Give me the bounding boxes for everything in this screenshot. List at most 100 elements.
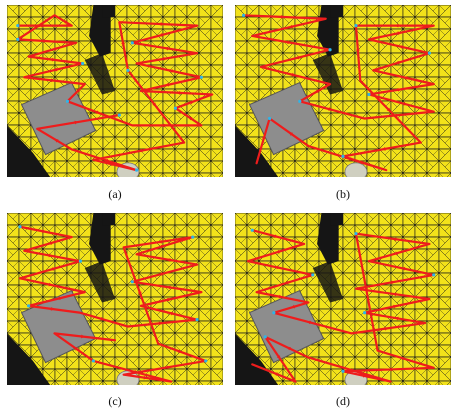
waypoint-dot [191,235,195,239]
path-arrow [54,139,59,143]
path-arrow [392,237,397,242]
corner-shadow [7,125,51,177]
path-arrow [360,160,365,165]
waypoint-dot [367,92,371,97]
waypoint-dot [242,13,246,17]
coverage-path-plot-b [235,5,451,177]
path-arrow [401,356,406,361]
path-arrow [362,373,367,378]
path-arrow [169,311,173,316]
path-arrow [281,14,285,19]
path-arrow [295,55,300,60]
gray-block-obstacle [20,81,97,156]
path-arrow [53,67,58,72]
path-arrow [48,253,53,258]
path-arrow [138,148,143,153]
waypoint-dot [263,335,267,339]
path-arrow [347,157,352,161]
path-arrow [355,49,360,54]
path-arrow [48,241,52,245]
waypoint-dot [354,232,358,236]
path-arrow [381,146,386,151]
path-arrow [328,107,333,111]
obstacle-notch [330,213,343,226]
path-arrow [392,292,397,297]
waypoint-dot [199,75,203,79]
waypoint-dot [117,113,121,117]
path-arrow [160,33,165,37]
path-arrow [391,280,395,285]
path-arrow [50,306,55,311]
path-arrow [158,321,163,326]
obstacle-diagonal [312,53,343,95]
path-arrow [56,296,61,301]
path-arrow [276,265,281,270]
path-arrow [189,100,194,105]
path-arrow [160,244,165,249]
waypoint-dot [272,311,276,315]
waypoint-dot [91,359,95,363]
panel-c [7,213,223,385]
path-arrow [158,239,162,244]
path-arrow [273,372,278,377]
coverage-path [246,229,435,383]
path-arrow [394,23,399,28]
path-arrow [403,76,408,80]
path-arrow [399,45,404,49]
path-arrow [167,297,172,302]
path-arrow [395,251,400,256]
path-arrow [137,291,142,296]
panel-b [235,5,451,177]
waypoint-dot [341,369,345,373]
path-arrow [397,60,402,65]
panel-d [235,213,451,385]
waypoint-dot [427,51,431,55]
corner-shadow [7,333,51,385]
coverage-path-plot-c [7,213,223,385]
round-pot [344,162,368,177]
path-arrow [308,320,313,325]
waypoint-dot [311,273,315,277]
obstacle-diagonal [84,261,115,303]
waypoint-dot [27,304,31,308]
caption-d: (d) [336,394,350,408]
path-arrow [164,46,169,51]
obstacle-wedge [89,213,111,265]
path-arrow [42,229,46,234]
path-arrow [364,288,369,293]
path-arrow [401,102,406,106]
path-arrow [74,120,79,125]
coverage-path [242,14,435,172]
path-arrow [276,249,280,254]
waypoint-dot [130,280,134,284]
path-arrow [166,258,171,262]
path-arrow [111,162,115,167]
waypoint-dot [81,61,85,66]
path-arrow [394,316,399,321]
waypoint-dot [204,359,208,363]
waypoint-dot [135,168,139,172]
path-arrow [121,42,125,47]
obstacle-notch [330,5,343,18]
waypoint-dot [363,311,367,315]
path-arrow [276,355,281,360]
path-arrow [397,31,402,36]
path-arrow [50,266,55,271]
waypoint-dot [195,318,199,322]
path-arrow [160,272,165,276]
path-arrow [163,57,167,61]
path-arrow [63,20,68,24]
path-arrow [401,266,406,271]
waypoint-dot [354,24,358,28]
path-arrow [395,113,400,118]
path-arrow [289,24,293,29]
path-arrow [349,368,354,373]
path-arrow [158,22,162,26]
obstacle-notch [102,5,115,18]
waypoint-dot [298,99,302,103]
obstacle-notch [102,213,115,226]
path-arrow [76,88,80,93]
path-arrow [132,370,137,374]
corner-shadow [235,333,279,385]
path-arrow [287,40,292,45]
